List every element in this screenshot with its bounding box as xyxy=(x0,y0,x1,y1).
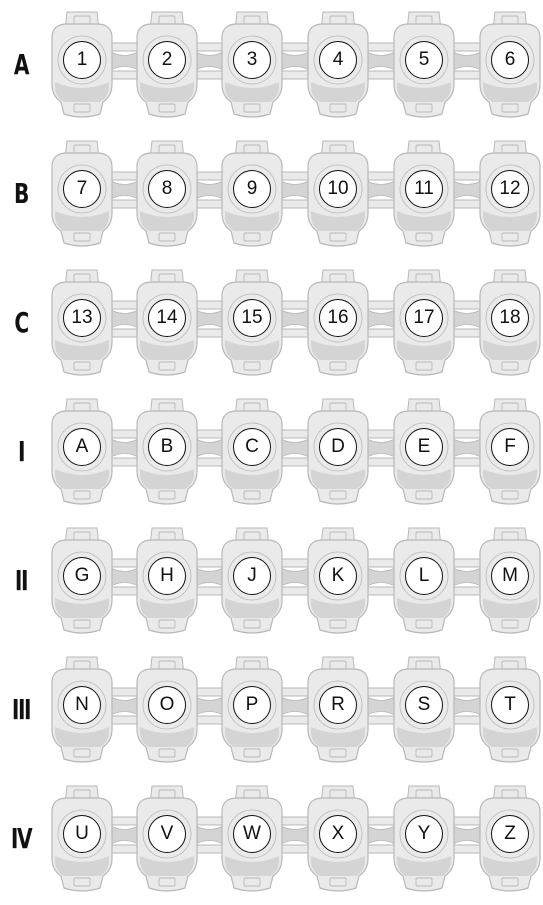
tube-number-label: F xyxy=(491,428,529,466)
tube-row-ii: G H J K L M II xyxy=(0,526,543,634)
row-label: IV xyxy=(6,784,36,892)
tube-number-label: V xyxy=(148,815,186,853)
tube-number-label: 13 xyxy=(63,299,101,337)
tube-number-label: 4 xyxy=(319,41,357,79)
tube-row-iv: U V W X Y Z IV xyxy=(0,784,543,892)
row-label: II xyxy=(6,526,36,634)
tube-number-label: U xyxy=(63,815,101,853)
tube-number-label: S xyxy=(405,686,443,724)
tube-number-label: C xyxy=(233,428,271,466)
tube-number-label: 14 xyxy=(148,299,186,337)
tube-number-label: A xyxy=(63,428,101,466)
tube-number-label: 15 xyxy=(233,299,271,337)
tube-number-label: 1 xyxy=(63,41,101,79)
tube-number-label: Y xyxy=(405,815,443,853)
tube-number-label: 7 xyxy=(63,170,101,208)
tube-number-label: 6 xyxy=(491,41,529,79)
row-label: A xyxy=(6,10,36,118)
tube-row-iii: N O P R S T III xyxy=(0,655,543,763)
tube-number-label: 11 xyxy=(405,170,443,208)
tube-number-label: T xyxy=(491,686,529,724)
tube-number-label: J xyxy=(233,557,271,595)
tube-row-a: 1 2 3 4 5 6 A xyxy=(0,10,543,118)
tube-number-label: 9 xyxy=(233,170,271,208)
tube-number-label: 5 xyxy=(405,41,443,79)
tube-number-label: Z xyxy=(491,815,529,853)
row-label: B xyxy=(6,139,36,247)
tube-number-label: 17 xyxy=(405,299,443,337)
tube-number-label: D xyxy=(319,428,357,466)
tube-number-label: G xyxy=(63,557,101,595)
tube-number-label: N xyxy=(63,686,101,724)
tube-number-label: 3 xyxy=(233,41,271,79)
tube-row-b: 7 8 9 10 11 12 B xyxy=(0,139,543,247)
tube-number-label: P xyxy=(233,686,271,724)
tube-number-label: 8 xyxy=(148,170,186,208)
tube-row-c: 13 14 15 16 17 18 C xyxy=(0,268,543,376)
tube-number-label: H xyxy=(148,557,186,595)
tube-number-label: X xyxy=(319,815,357,853)
tube-number-label: 16 xyxy=(319,299,357,337)
tube-number-label: R xyxy=(319,686,357,724)
tube-number-label: L xyxy=(405,557,443,595)
tube-number-label: 12 xyxy=(491,170,529,208)
tube-number-label: M xyxy=(491,557,529,595)
tube-number-label: W xyxy=(233,815,271,853)
row-label: III xyxy=(6,655,36,763)
tube-number-label: O xyxy=(148,686,186,724)
row-label: C xyxy=(6,268,36,376)
tube-number-label: K xyxy=(319,557,357,595)
tube-number-label: E xyxy=(405,428,443,466)
tube-number-label: B xyxy=(148,428,186,466)
tube-number-label: 10 xyxy=(319,170,357,208)
tube-number-label: 2 xyxy=(148,41,186,79)
tube-number-label: 18 xyxy=(491,299,529,337)
row-label: I xyxy=(6,397,36,505)
